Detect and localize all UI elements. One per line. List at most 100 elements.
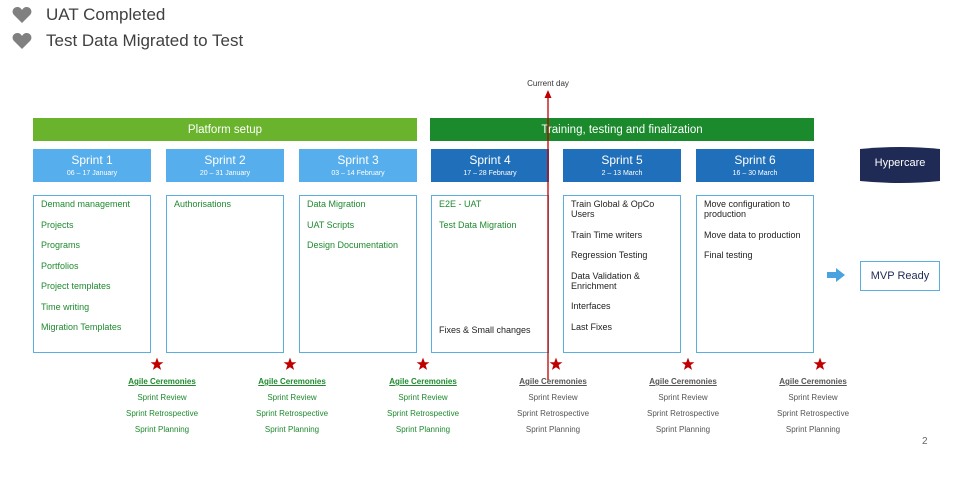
sprint-header-2: Sprint 2 20 – 31 January — [166, 149, 284, 182]
ceremony-item: Sprint Retrospective — [255, 409, 329, 418]
ceremony-item: Sprint Retrospective — [516, 409, 590, 418]
ceremony-item: Sprint Review — [788, 393, 838, 402]
ceremonies-heading: Agile Ceremonies — [779, 377, 847, 386]
ceremony-item: Sprint Review — [267, 393, 317, 402]
task-item: Portfolios — [41, 260, 79, 271]
task-item: Migration Templates — [41, 322, 122, 332]
task-item: Interfaces — [571, 301, 611, 311]
ceremony-item: Sprint Planning — [655, 425, 711, 434]
sprint-dates: 16 – 30 March — [732, 170, 778, 177]
ceremonies-heading: Agile Ceremonies — [128, 377, 196, 386]
ceremony-item: Sprint Retrospective — [646, 409, 720, 418]
legend-label: Test Data Migrated to Test — [46, 31, 244, 50]
star-icon — [283, 357, 297, 370]
ceremony-item: Sprint Retrospective — [776, 409, 850, 418]
ceremony-item: Sprint Planning — [525, 425, 581, 434]
ceremony-item: Sprint Planning — [134, 425, 190, 434]
task-item: UAT Scripts — [307, 219, 355, 230]
star-icon — [416, 357, 430, 370]
agile-ceremonies-block: Agile Ceremonies Sprint Review Sprint Re… — [633, 374, 733, 438]
task-item: Programs — [41, 240, 81, 250]
ceremony-item: Sprint Planning — [395, 425, 451, 434]
legend-item: Test Data Migrated to Test — [12, 30, 243, 52]
sprint-header-4: Sprint 4 17 – 28 February — [431, 149, 549, 182]
ceremony-item: Sprint Retrospective — [386, 409, 460, 418]
star-icon — [549, 357, 563, 370]
sprint-title: Sprint 2 — [204, 153, 246, 167]
task-item: Train Global & OpCo Users — [571, 199, 655, 219]
current-day-marker — [544, 90, 552, 380]
task-item: Test Data Migration — [439, 219, 517, 230]
star-icon — [681, 357, 695, 370]
task-item: Projects — [41, 219, 74, 230]
task-item: Demand management — [41, 199, 131, 209]
sprint-header-1: Sprint 1 06 – 17 January — [33, 149, 151, 182]
ceremonies-heading: Agile Ceremonies — [649, 377, 717, 386]
task-item: Design Documentation — [307, 240, 399, 250]
phase-label: Platform setup — [187, 123, 263, 136]
ceremony-item: Sprint Review — [137, 393, 187, 402]
star-icon — [813, 357, 827, 370]
task-item: Data Migration — [307, 199, 366, 209]
phase-bar-training-testing: Training, testing and finalization — [430, 118, 814, 141]
sprint-task-box-2: Authorisations — [166, 195, 284, 353]
page-number: 2 — [922, 436, 928, 447]
agile-ceremonies-block: Agile Ceremonies Sprint Review Sprint Re… — [112, 374, 212, 438]
ceremony-item: Sprint Review — [658, 393, 708, 402]
task-item: Move configuration to production — [704, 199, 791, 219]
task-item: Move data to production — [704, 229, 801, 240]
ceremony-item: Sprint Review — [528, 393, 578, 402]
sprint-task-box-5: Train Global & OpCo Users Train Time wri… — [563, 195, 681, 353]
sprint-title: Sprint 1 — [71, 153, 113, 167]
sprint-title: Sprint 5 — [601, 153, 643, 167]
arrow-right-icon — [827, 268, 845, 282]
sprint-dates: 20 – 31 January — [199, 170, 251, 177]
task-item: Time writing — [41, 301, 90, 312]
ceremony-item: Sprint Planning — [264, 425, 320, 434]
task-item: Project templates — [41, 281, 111, 291]
agile-ceremonies-block: Agile Ceremonies Sprint Review Sprint Re… — [503, 374, 603, 438]
legend-label: UAT Completed — [46, 5, 166, 24]
sprint-dates: 2 – 13 March — [601, 170, 643, 177]
heart-icon — [12, 7, 32, 23]
task-item: Final testing — [704, 250, 753, 260]
heart-icon — [12, 33, 32, 49]
legend-item: UAT Completed — [12, 4, 165, 26]
sprint-header-3: Sprint 3 03 – 14 February — [299, 149, 417, 182]
ceremonies-heading: Agile Ceremonies — [258, 377, 326, 386]
sprint-title: Sprint 3 — [337, 153, 379, 167]
agile-ceremonies-block: Agile Ceremonies Sprint Review Sprint Re… — [373, 374, 473, 438]
task-item: Fixes & Small changes — [439, 325, 531, 335]
ceremony-item: Sprint Retrospective — [125, 409, 199, 418]
task-item: Train Time writers — [571, 229, 643, 240]
ceremony-item: Sprint Review — [398, 393, 448, 402]
sprint-dates: 06 – 17 January — [66, 170, 118, 177]
sprint-header-6: Sprint 6 16 – 30 March — [696, 149, 814, 182]
sprint-dates: 03 – 14 February — [331, 170, 385, 177]
current-day-label: Current day — [527, 79, 569, 88]
task-item: E2E - UAT — [439, 199, 482, 209]
task-item: Last Fixes — [571, 321, 613, 332]
sprint-task-box-1: Demand management Projects Programs Port… — [33, 195, 151, 353]
sprint-task-box-6: Move configuration to production Move da… — [696, 195, 814, 353]
sprint-title: Sprint 6 — [734, 153, 776, 167]
hypercare-label: Hypercare — [874, 157, 926, 169]
sprint-dates: 17 – 28 February — [463, 170, 517, 177]
sprint-task-box-4: E2E - UAT Test Data Migration Fixes & Sm… — [431, 195, 549, 353]
task-item: Data Validation & Enrichment — [571, 270, 640, 291]
mvp-label: MVP Ready — [870, 270, 930, 282]
task-item: Authorisations — [174, 199, 232, 209]
ceremonies-heading: Agile Ceremonies — [389, 377, 457, 386]
ceremony-item: Sprint Planning — [785, 425, 841, 434]
mvp-ready-box: MVP Ready — [860, 261, 940, 291]
sprint-title: Sprint 4 — [469, 153, 511, 167]
agile-ceremonies-block: Agile Ceremonies Sprint Review Sprint Re… — [242, 374, 342, 438]
phase-bar-platform-setup: Platform setup — [33, 118, 417, 141]
banner-shape — [860, 147, 940, 183]
ceremonies-heading: Agile Ceremonies — [519, 377, 587, 386]
agile-ceremonies-block: Agile Ceremonies Sprint Review Sprint Re… — [763, 374, 863, 438]
task-item: Regression Testing — [571, 250, 648, 260]
sprint-task-box-3: Data Migration UAT Scripts Design Docume… — [299, 195, 417, 353]
phase-label: Training, testing and finalization — [541, 123, 703, 136]
star-icon — [150, 357, 164, 370]
